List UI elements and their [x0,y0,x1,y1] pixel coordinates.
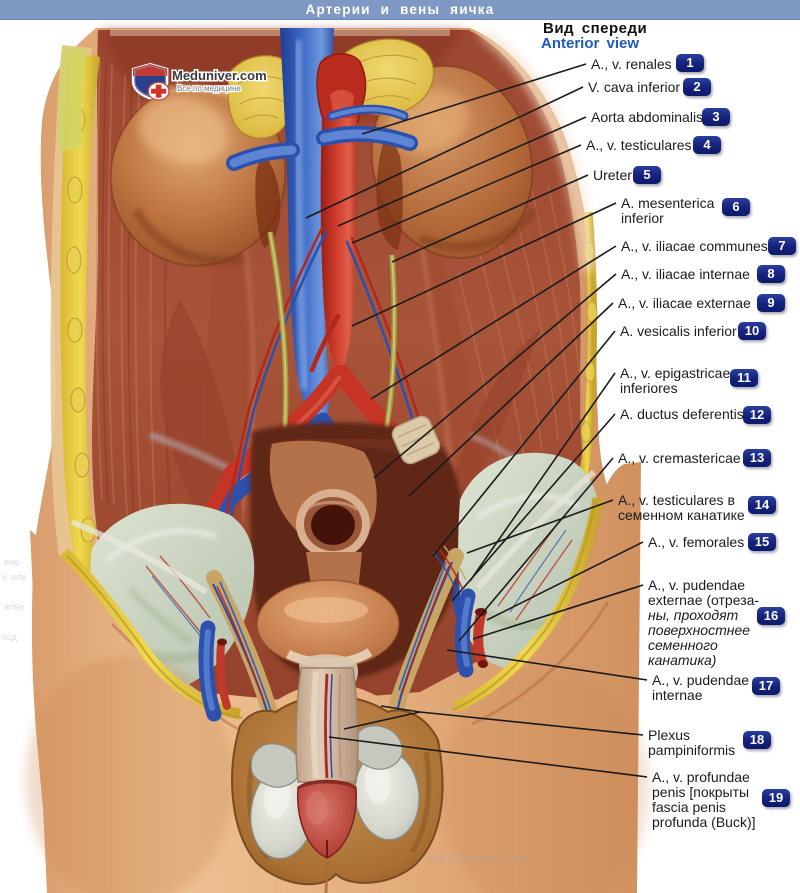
label-10-badge: 10 [738,322,766,340]
label-7-badge: 7 [768,237,796,255]
label-6-badge: 6 [722,198,750,216]
label-8-badge: 8 [757,265,785,283]
label-9-badge: 9 [757,294,785,312]
label-11-badge: 11 [730,369,758,387]
label-15-badge: 15 [748,533,776,551]
label-3: Aorta abdominalis [591,109,704,125]
label-15: A., v. femorales [648,534,745,550]
label-1-badge: 1 [676,54,704,72]
title-bar: Артерии и вены яичка [0,0,800,20]
svg-text:ене: ене [4,557,19,567]
view-label-ru: Вид спереди [543,20,648,37]
meduniver-logo: Meduniver.com Все по медицине [131,62,268,101]
label-5: Ureter [593,167,632,183]
label-4: A., v. testiculares [586,137,692,153]
view-label-en: Anterior view [541,35,640,52]
label-19-badge: 19 [762,789,790,807]
label-8: A., v. iliacae internae [621,266,750,282]
svg-text:Meduniver.com: Meduniver.com [172,68,267,83]
page-title: Артерии и вены яичка [305,2,495,17]
label-5-badge: 5 [633,166,661,184]
femoral-vessels-right [454,588,488,678]
renal-veins [226,104,418,171]
svg-text:MedUniver.com: MedUniver.com [428,853,530,865]
label-10: A. vesicalis inferior [620,323,737,339]
rectum [269,440,377,592]
label-16-badge: 16 [757,607,785,625]
label-17-badge: 17 [752,677,780,695]
testis-right [354,749,420,841]
label-18-badge: 18 [743,731,771,749]
svg-text:anter: anter [4,602,25,612]
svg-text:Все по медицине: Все по медицине [177,84,241,93]
label-2-badge: 2 [683,78,711,96]
svg-text:v. или: v. или [2,572,26,582]
label-13-badge: 13 [743,449,771,467]
label-12: A. ductus deferentis [620,406,744,422]
label-3-badge: 3 [702,108,730,126]
label-4-badge: 4 [693,136,721,154]
penis [295,667,359,783]
epididymis-right [352,725,403,770]
svg-text:под: под [2,632,18,642]
label-1: A., v. renales [591,56,672,72]
label-9: A., v. iliacae externae [618,295,751,311]
glans-penis [297,779,357,859]
leader-lines [305,63,648,778]
label-14-badge: 14 [748,496,776,514]
label-13: A., v. cremastericae [618,450,741,466]
label-7: A., v. iliacae communes [621,238,768,254]
label-12-badge: 12 [743,406,771,424]
label-2: V. cava inferior [588,79,681,95]
femoral-vessels-left [198,620,231,722]
